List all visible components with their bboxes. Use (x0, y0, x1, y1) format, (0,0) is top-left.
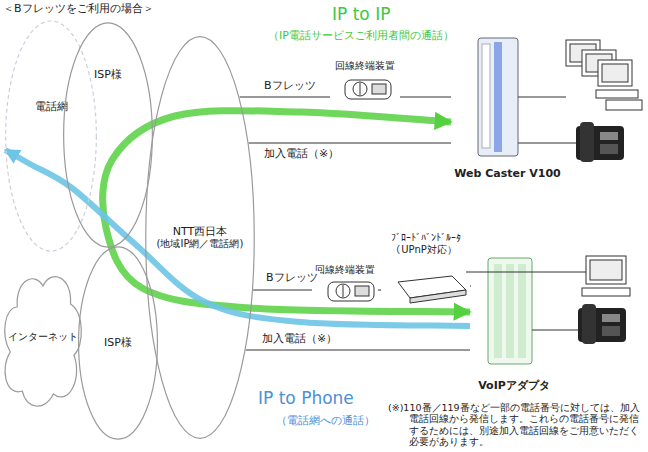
phone-icon (576, 122, 624, 162)
internet-cloud: インターネット (0, 262, 86, 412)
node-text: Web Caster V100 (454, 167, 560, 180)
wire-connector (470, 286, 471, 287)
node-text: 回線終端装置 (335, 60, 395, 72)
flow-title: IP to Phone (258, 388, 354, 408)
flow-subtitle: （電話網への通話） (276, 414, 375, 427)
flow-title: IP to IP (332, 4, 390, 24)
webcaster-icon (478, 38, 518, 156)
node-text: ﾌﾞﾛｰﾄﾞﾊﾞﾝﾄﾞﾙｰﾀ （UPnP対応） (384, 232, 468, 256)
node-text: 電話網 (35, 100, 68, 113)
network-ellipse: 電話網 (5, 20, 97, 252)
flow-arrow (103, 111, 470, 312)
node-text: ISP様 (104, 336, 132, 349)
edge-label: Bフレッツ (262, 79, 318, 92)
ntt-ellipse: NTT西日本(地域IP網／電話網) (145, 35, 255, 440)
footnote: (※)110番／119番など一部の電話番号に対しては、加入電話回線から発信します… (388, 402, 646, 448)
edge-label: 加入電話（※） (262, 147, 341, 160)
edge-label: Bフレッツ (264, 271, 320, 284)
node-text: インターネット (8, 331, 78, 343)
edge-label: 加入電話（※） (260, 332, 339, 345)
node-text: 回線終端装置 (315, 264, 375, 276)
flow-subtitle: （IP電話サービスご利用者間の通話） (268, 29, 454, 42)
terminator-icon (328, 282, 374, 301)
router-icon (398, 276, 466, 303)
isp-ellipse: ISP様 (78, 246, 158, 440)
node-text: VoIPアダプタ (478, 379, 550, 392)
wire-connector (378, 290, 381, 291)
wire-connector (253, 290, 312, 291)
terminator-device: 回線終端装置 (330, 60, 400, 102)
wire (518, 143, 576, 144)
wire-connector (249, 143, 451, 144)
node-text: ISP様 (94, 68, 122, 81)
wire-connector (240, 97, 330, 98)
wire-connector (400, 97, 451, 98)
webcaster-device: Web Caster V100 (451, 30, 564, 180)
terminator-icon (345, 80, 391, 99)
pc-icon (582, 256, 630, 296)
node-text: NTT西日本 (173, 225, 227, 238)
terminator-device: 回線終端装置 (312, 264, 378, 308)
wire (518, 97, 566, 98)
node-outline (5, 20, 97, 252)
node-text: (地域IP網／電話網) (157, 238, 244, 250)
voip-adapter-device: VoIPアダプタ (470, 252, 558, 392)
router-device: ﾌﾞﾛｰﾄﾞﾊﾞﾝﾄﾞﾙｰﾀ （UPnP対応） (381, 232, 471, 304)
wire (532, 330, 578, 331)
node-outline (63, 22, 153, 248)
voip-adapter-icon (488, 258, 532, 364)
pc-icons (566, 40, 642, 110)
flow-arrow (5, 150, 470, 326)
isp-ellipse: ISP様 (63, 22, 153, 248)
phone-icon (578, 304, 626, 344)
wire-connector (246, 350, 470, 351)
diagram-title: ＜Bフレッツをご利用の場合＞ (3, 2, 154, 15)
wire (466, 272, 586, 273)
